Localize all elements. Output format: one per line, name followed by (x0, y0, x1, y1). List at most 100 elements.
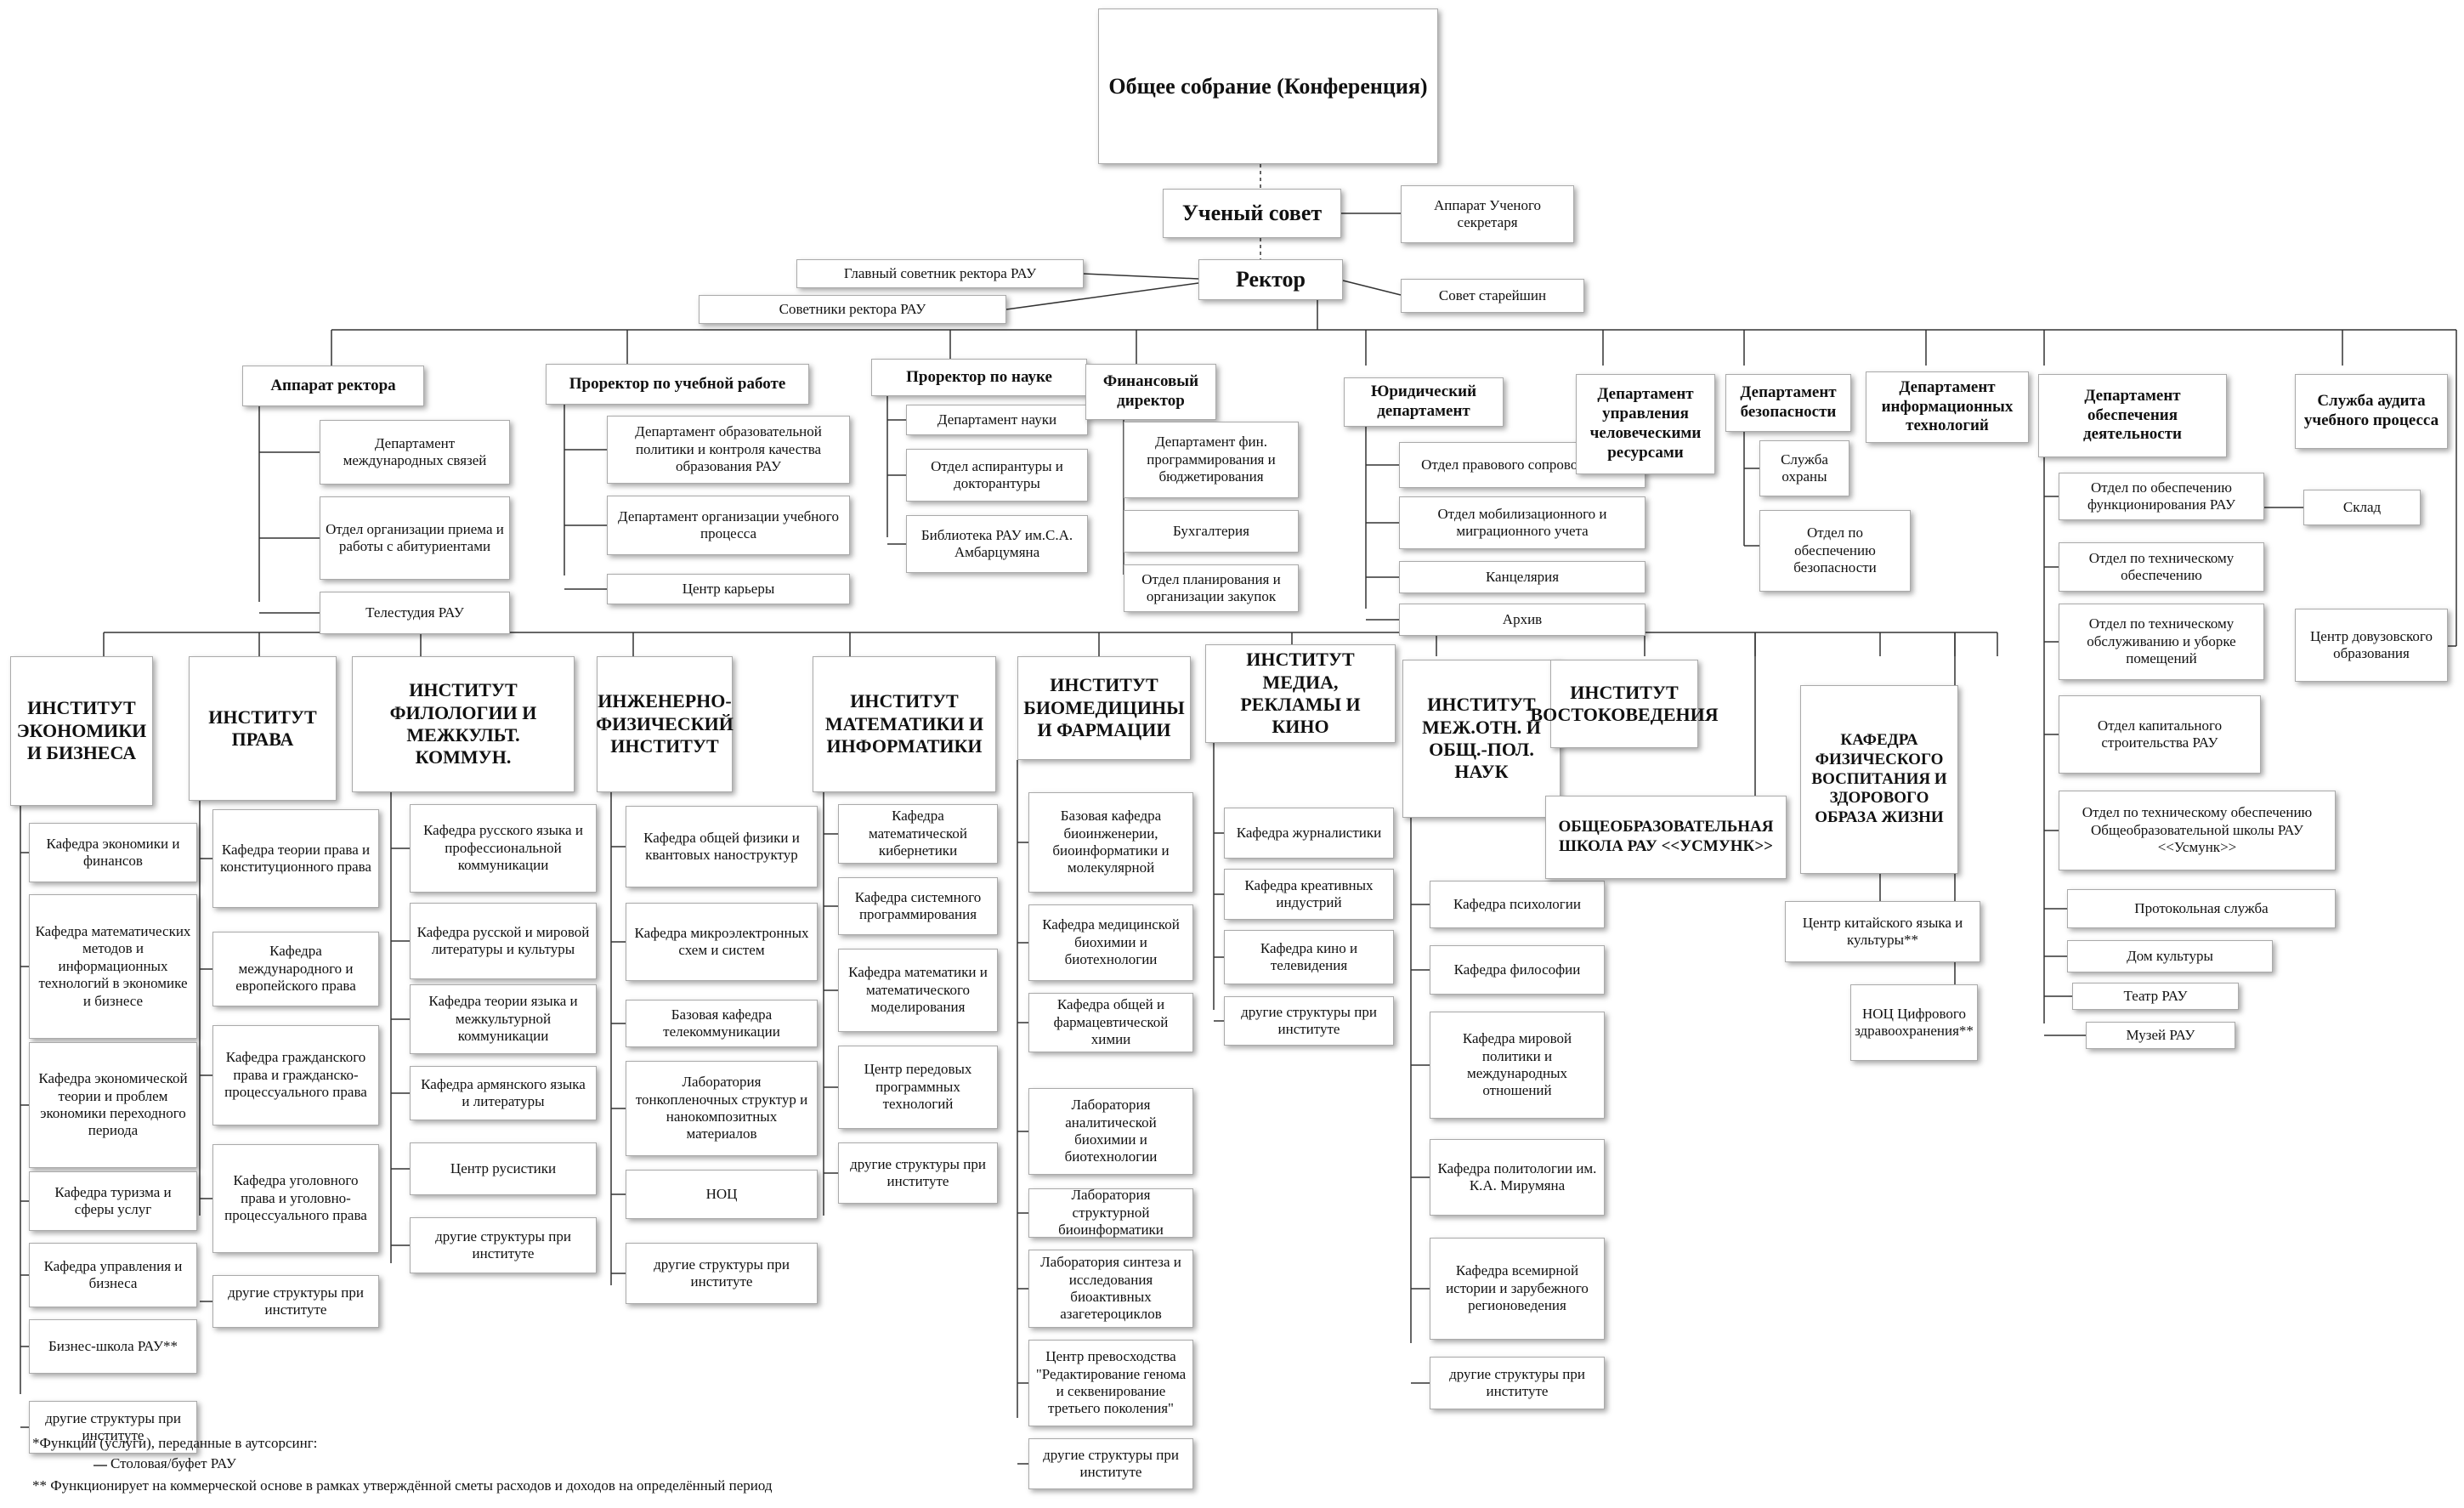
law-item: другие структуры при институте (212, 1275, 379, 1328)
vice-rector-education-item: Департамент организации учебного процесс… (607, 496, 850, 555)
phil-item: Кафедра теории языка и межкультурной ком… (410, 984, 597, 1054)
institute-eng: ИНЖЕНЕРНО-ФИЗИЧЕСКИЙ ИНСТИТУТ (596, 656, 734, 792)
rector-apparatus: Аппарат ректора (242, 366, 424, 406)
law-item: Кафедра международного и европейского пр… (212, 932, 379, 1006)
cfo-item: Департамент фин. программирования и бюдж… (1124, 422, 1299, 498)
audit-service: Служба аудита учебного процесса (2295, 374, 2448, 449)
bio-item: Центр превосходства "Редактирование гено… (1028, 1340, 1193, 1426)
eng-item: Лаборатория тонкопленочных структур и на… (626, 1061, 818, 1156)
institute-econ: ИНСТИТУТ ЭКОНОМИКИ И БИЗНЕСА (10, 656, 153, 806)
support-item: Отдел по техническому обслуживанию и убо… (2059, 604, 2264, 680)
econ-item: Кафедра математических методов и информа… (29, 894, 197, 1039)
pe-department: КАФЕДРА ФИЗИЧЕСКОГО ВОСПИТАНИЯ И ЗДОРОВО… (1800, 685, 1958, 874)
eng-item: Кафедра микроэлектронных схем и систем (626, 903, 818, 981)
institute-media: ИНСТИТУТ МЕДИА, РЕКЛАМЫ И КИНО (1205, 644, 1396, 743)
cfo-item: Бухгалтерия (1124, 510, 1299, 553)
phil-item: другие структуры при институте (410, 1217, 597, 1273)
math-item: Кафедра математической кибернетики (838, 804, 998, 864)
bio-item: Кафедра общей и фармацевтической химии (1028, 993, 1193, 1052)
legal-item: Отдел мобилизационного и миграционного у… (1399, 496, 1645, 549)
institute-orient: ИНСТИТУТ ВОСТОКОВЕДЕНИЯ (1530, 660, 1719, 748)
legal-item: Канцелярия (1399, 561, 1645, 593)
bio-item: Лаборатория аналитической биохимии и био… (1028, 1088, 1193, 1175)
vice-rector-science: Проректор по науке (871, 359, 1087, 396)
pre-university-center: Центр довузовского образования (2295, 609, 2448, 682)
law-item: Кафедра уголовного права и уголовно-проц… (212, 1144, 379, 1253)
council-secretary: Аппарат Ученого секретаря (1401, 185, 1574, 243)
footnote-outsourcing: *Функции (услуги), переданные в аутсорси… (32, 1435, 318, 1451)
cfo: Финансовый директор (1085, 364, 1216, 420)
support-item: Дом культуры (2067, 940, 2273, 972)
law-item: Кафедра теории права и конституционного … (212, 809, 379, 908)
eng-item: другие структуры при институте (626, 1243, 818, 1304)
phil-item: Кафедра русской и мировой литературы и к… (410, 903, 597, 979)
eng-item: Базовая кафедра телекоммуникации (626, 1000, 818, 1047)
intl-item: Кафедра философии (1430, 945, 1605, 995)
eng-item: НОЦ (626, 1170, 818, 1219)
bio-item: Лаборатория структурной биоинформатики (1028, 1187, 1193, 1238)
connector-line (1083, 273, 1199, 280)
support-item: Отдел по техническому обеспечению (2059, 542, 2264, 592)
econ-item: Кафедра экономической теории и проблем э… (29, 1042, 197, 1168)
school: ОБЩЕОБРАЗОВАТЕЛЬНАЯ ШКОЛА РАУ <<УСМУНК>> (1545, 796, 1787, 879)
support-item: Театр РАУ (2072, 983, 2239, 1010)
phil-item: Кафедра русского языка и профессионально… (410, 804, 597, 893)
warehouse: Склад (2303, 490, 2421, 525)
digital-health-center: НОЦ Цифрового здравоохранения** (1850, 984, 1978, 1061)
institute-law: ИНСТИТУТ ПРАВА (189, 656, 337, 801)
legal-department: Юридический департамент (1344, 377, 1504, 427)
intl-item: Кафедра психологии (1430, 881, 1605, 928)
footnote-canteen: Столовая/буфет РАУ (110, 1455, 236, 1471)
math-item: Кафедра математики и математического мод… (838, 949, 998, 1032)
econ-item: Бизнес-школа РАУ** (29, 1319, 197, 1374)
eng-item: Кафедра общей физики и квантовых наностр… (626, 806, 818, 887)
chief-advisor: Главный советник ректора РАУ (796, 259, 1084, 288)
security-item: Служба охраны (1759, 440, 1849, 496)
econ-item: Кафедра туризма и сферы услуг (29, 1171, 197, 1231)
vice-rector-education: Проректор по учебной работе (546, 364, 809, 405)
general-assembly: Общее собрание (Конференция) (1098, 9, 1438, 164)
math-item: Кафедра системного программирования (838, 877, 998, 935)
institute-math: ИНСТИТУТ МАТЕМАТИКИ И ИНФОРМАТИКИ (813, 656, 996, 792)
law-item: Кафедра гражданского права и гражданско-… (212, 1025, 379, 1125)
media-item: Кафедра журналистики (1224, 808, 1394, 859)
vice-rector-science-item: Библиотека РАУ им.С.А. Амбарцумяна (906, 515, 1088, 573)
intl-item: Кафедра всемирной истории и зарубежного … (1430, 1238, 1605, 1340)
security-department: Департамент безопасности (1725, 374, 1851, 432)
footnote-commercial: ** Функционирует на коммерческой основе … (32, 1477, 773, 1494)
rector-apparatus-item: Телестудия РАУ (320, 592, 510, 634)
support-item: Протокольная служба (2067, 889, 2336, 928)
vice-rector-education-item: Центр карьеры (607, 574, 850, 604)
rector-apparatus-item: Департамент международных связей (320, 420, 510, 485)
cfo-item: Отдел планирования и организации закупок (1124, 564, 1299, 612)
math-item: другие структуры при институте (838, 1142, 998, 1204)
bio-item: Лаборатория синтеза и исследования биоак… (1028, 1250, 1193, 1328)
support-item: Музей РАУ (2086, 1022, 2235, 1049)
academic-council: Ученый совет (1163, 189, 1341, 238)
intl-item: Кафедра мировой политики и международных… (1430, 1012, 1605, 1119)
media-item: Кафедра кино и телевидения (1224, 930, 1394, 984)
institute-phil: ИНСТИТУТ ФИЛОЛОГИИ И МЕЖКУЛЬТ. КОММУН. (352, 656, 575, 792)
bio-item: Базовая кафедра биоинженерии, биоинформа… (1028, 792, 1193, 893)
institute-bio: ИНСТИТУТ БИОМЕДИЦИНЫ И ФАРМАЦИИ (1017, 656, 1191, 760)
vice-rector-science-item: Отдел аспирантуры и докторантуры (906, 449, 1088, 502)
vice-rector-science-item: Департамент науки (906, 405, 1088, 435)
connector-line (1005, 282, 1199, 310)
bio-item: другие структуры при институте (1028, 1438, 1193, 1489)
econ-item: другие структуры при институте (29, 1401, 197, 1454)
intl-item: Кафедра политологии им. К.А. Мирумяна (1430, 1139, 1605, 1216)
chinese-center: Центр китайского языка и культуры** (1785, 901, 1980, 962)
phil-item: Центр русистики (410, 1142, 597, 1195)
support-item: Отдел по обеспечению функционирования РА… (2059, 473, 2264, 520)
hr-department: Департамент управления человеческими рес… (1576, 374, 1715, 474)
elders: Совет старейшин (1401, 279, 1584, 313)
math-item: Центр передовых программных технологий (838, 1046, 998, 1129)
support-department: Департамент обеспечения деятельности (2038, 374, 2227, 457)
phil-item: Кафедра армянского языка и литературы (410, 1066, 597, 1120)
media-item: другие структуры при институте (1224, 996, 1394, 1046)
it-department: Департамент информационных технологий (1866, 371, 2029, 443)
bio-item: Кафедра медицинской биохимии и биотехнол… (1028, 904, 1193, 981)
support-item: Отдел по техническому обеспечению Общеоб… (2059, 791, 2336, 870)
security-item: Отдел по обеспечению безопасности (1759, 510, 1911, 592)
